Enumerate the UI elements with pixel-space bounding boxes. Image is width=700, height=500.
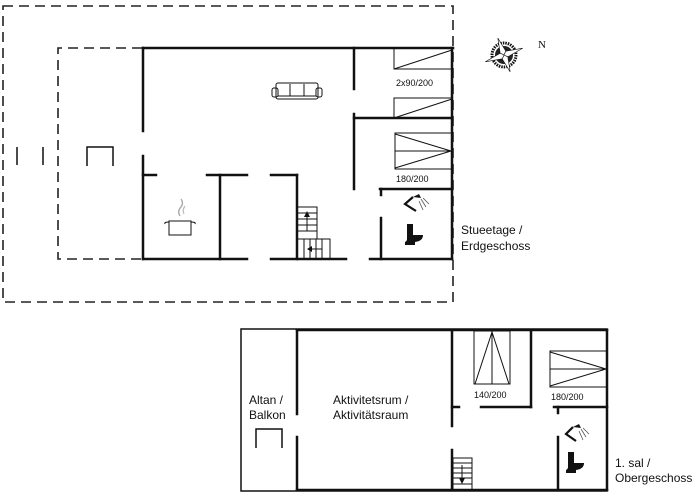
bed-size-label: 140/200: [474, 390, 507, 400]
room-label-activity-line1: Aktivitetsrum /: [333, 393, 409, 407]
floor-label-line1: 1. sal /: [615, 456, 651, 470]
floor-label-line1: Stueetage /: [461, 223, 523, 237]
bed-size-label: 180/200: [396, 174, 429, 184]
bed-140: 140/200: [473, 330, 511, 400]
toilet-icon: [405, 224, 423, 245]
toilet-icon: [566, 452, 584, 473]
room-label-balcony-line2: Balkon: [249, 408, 286, 422]
staircase-up-icon: [296, 206, 331, 260]
upper-floor-walls: [240, 328, 609, 492]
floor-label-line2: Erdgeschoss: [461, 239, 530, 253]
upper-floor: Altan / Balkon Aktivitetsrum / Aktivität…: [240, 328, 692, 492]
compass-north-label: N: [538, 39, 546, 51]
shower-icon: [403, 194, 430, 212]
sofa-icon: [271, 82, 323, 100]
compass-icon: [485, 37, 523, 73]
terrace-chair-icon: [16, 146, 114, 166]
bed-180-upper: 180/200: [549, 350, 608, 402]
terrace-boundary: [57, 47, 142, 260]
plot-boundary: [2, 5, 454, 303]
ground-floor: 2x90/200 180/200 Stueetage / Erdgeschoss: [2, 5, 530, 303]
bed-size-label: 2x90/200: [396, 78, 433, 88]
staircase-down-icon: [452, 457, 473, 491]
room-label-balcony-line1: Altan /: [249, 393, 284, 407]
bed-size-label: 180/200: [551, 392, 584, 402]
room-label-activity-line2: Aktivitätsraum: [333, 408, 408, 422]
floor-label-line2: Obergeschoss: [615, 471, 692, 485]
cooking-pot-icon: [164, 198, 196, 236]
bed-180: 180/200: [394, 132, 453, 184]
bed-2x90: 2x90/200: [393, 47, 453, 119]
shower-icon: [564, 424, 590, 442]
balcony-chair-icon: [255, 428, 283, 448]
